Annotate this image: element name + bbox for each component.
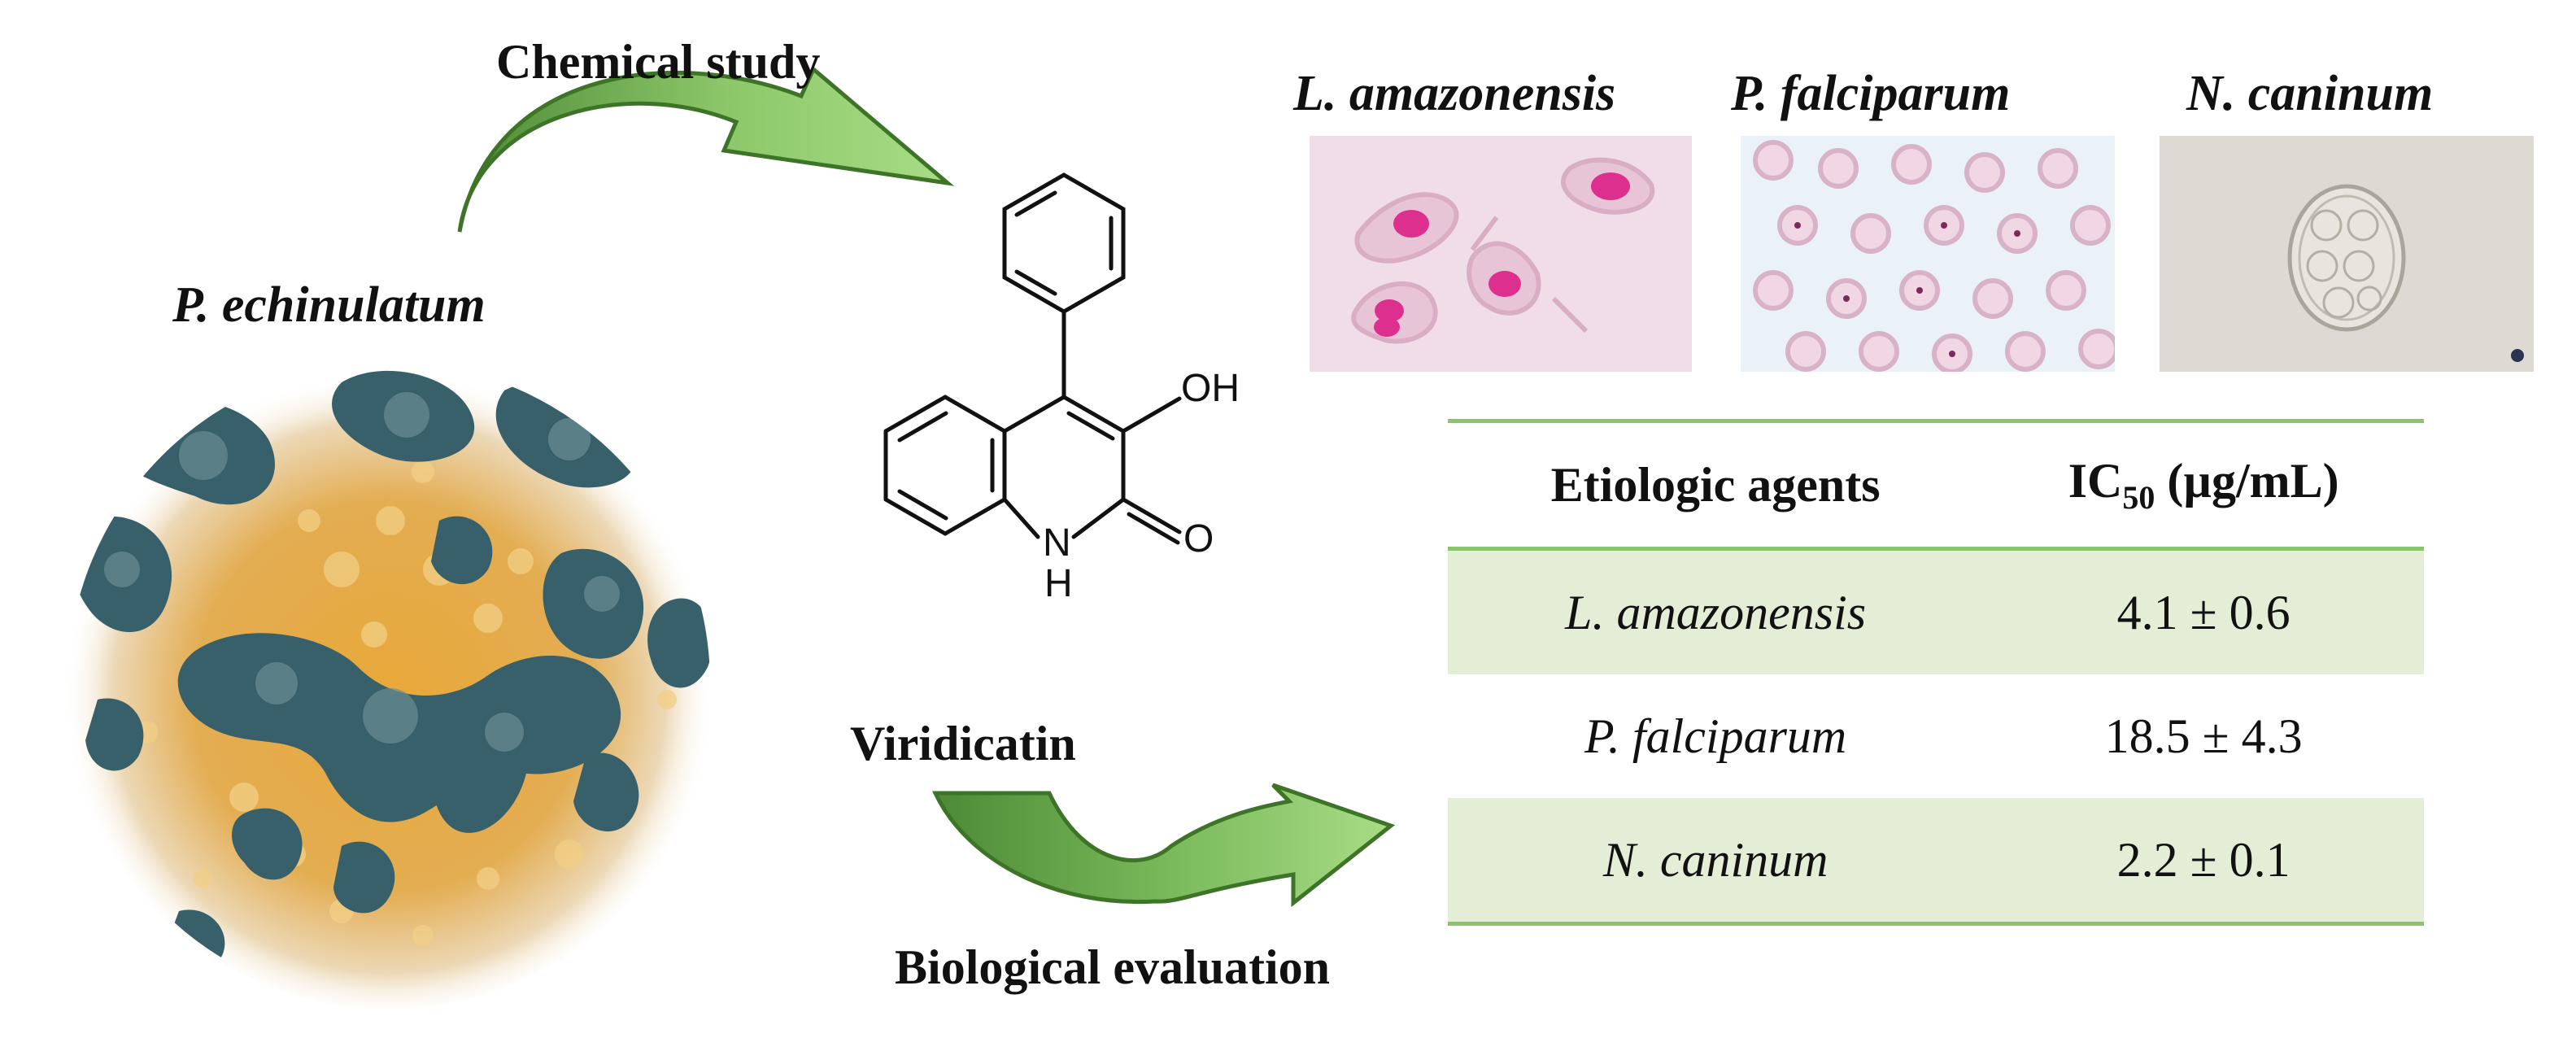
table-row: N. caninum 2.2 ± 0.1 [1448,798,2424,926]
table-header-row: Etiologic agents IC50 (µg/mL) [1448,419,2424,551]
biological-evaluation-arrow [932,783,1396,908]
agent-cell: N. caninum [1448,798,1984,926]
organism-name: P. echinulatum [172,277,486,333]
neospora-micrograph [2160,136,2534,372]
plasmodium-micrograph [1741,136,2115,372]
chemical-study-arrow [457,65,955,233]
atom-label-n: N [1043,521,1071,565]
agent-cell: L. amazonensis [1448,548,1984,674]
biological-evaluation-label: Biological evaluation [895,940,1331,994]
col-header-ic50: IC50 (µg/mL) [1983,419,2424,551]
micrograph-caption-plasmodium: P. falciparum [1731,66,2011,121]
agent-cell: P. falciparum [1584,709,1847,763]
viridicatin-structure [883,172,1182,545]
ic50-cell: 2.2 ± 0.1 [1983,798,2424,926]
ic50-subscript: 50 [2122,479,2155,516]
table-row: L. amazonensis 4.1 ± 0.6 [1448,548,2424,674]
atom-label-o: O [1183,517,1214,560]
compound-name: Viridicatin [850,717,1076,770]
atom-label-h: H [1044,562,1073,605]
ic50-table: Etiologic agents IC50 (µg/mL) L. amazone… [1448,419,2424,926]
leishmania-micrograph [1310,136,1692,372]
chemical-study-label: Chemical study [496,35,821,89]
ic50-unit: (µg/mL) [2155,454,2339,508]
ic50-prefix: IC [2068,454,2123,508]
micrograph-caption-neospora: N. caninum [2186,66,2434,121]
fungus-culture-image [63,358,714,1009]
ic50-cell: 4.1 ± 0.6 [1983,548,2424,674]
atom-label-oh: OH [1181,367,1240,410]
ic50-cell: 18.5 ± 4.3 [2104,709,2303,763]
table-row: P. falciparum 18.5 ± 4.3 [1448,674,2424,798]
micrograph-caption-leishmania: L. amazonensis [1293,66,1616,121]
col-header-agents: Etiologic agents [1448,419,1984,551]
